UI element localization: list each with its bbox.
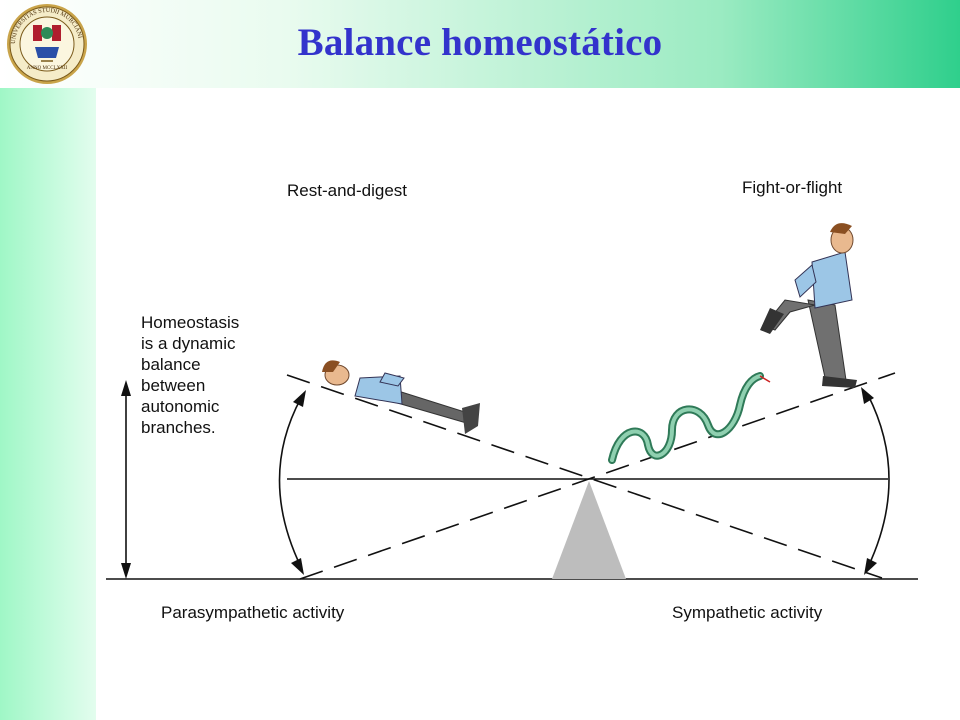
right-arc-arrow-top [861,387,874,404]
header-bar: UNIVERSITAS STUDII MURCIANI ANNO MCCLXXI… [0,0,960,88]
homeostasis-line: balance [141,355,201,374]
homeostasis-line: Homeostasis [141,313,240,332]
logo-inner-text: ANNO MCCLXXII [27,66,68,71]
reclining-man-icon [322,360,480,434]
fulcrum-icon [552,481,626,579]
label-fight-or-flight: Fight-or-flight [742,178,843,197]
right-arc-arrow-bottom [864,558,877,575]
homeostasis-line: is a dynamic [141,334,236,353]
left-arc [278,397,302,568]
label-rest-and-digest: Rest-and-digest [287,181,408,200]
left-sidebar-band [0,88,96,720]
homeostasis-line: between [141,376,206,395]
page-title: Balance homeostático [297,21,663,64]
right-arc [867,394,890,568]
running-man-icon [760,223,857,388]
arrow-head-down [121,563,131,579]
university-seal-icon: UNIVERSITAS STUDII MURCIANI ANNO MCCLXXI… [7,4,87,84]
homeostasis-line: branches. [141,418,216,437]
arrow-head-up [121,380,131,396]
label-sympathetic: Sympathetic activity [672,603,823,622]
left-arc-arrow-bottom [291,558,304,575]
homeostasis-line: autonomic [141,397,220,416]
tilt-line-fight [299,372,896,580]
label-parasympathetic: Parasympathetic activity [161,603,345,622]
left-arc-arrow-top [293,390,306,407]
tilt-line-rest [286,374,883,579]
homeostasis-text: Homeostasis is a dynamic balance between… [141,312,239,438]
